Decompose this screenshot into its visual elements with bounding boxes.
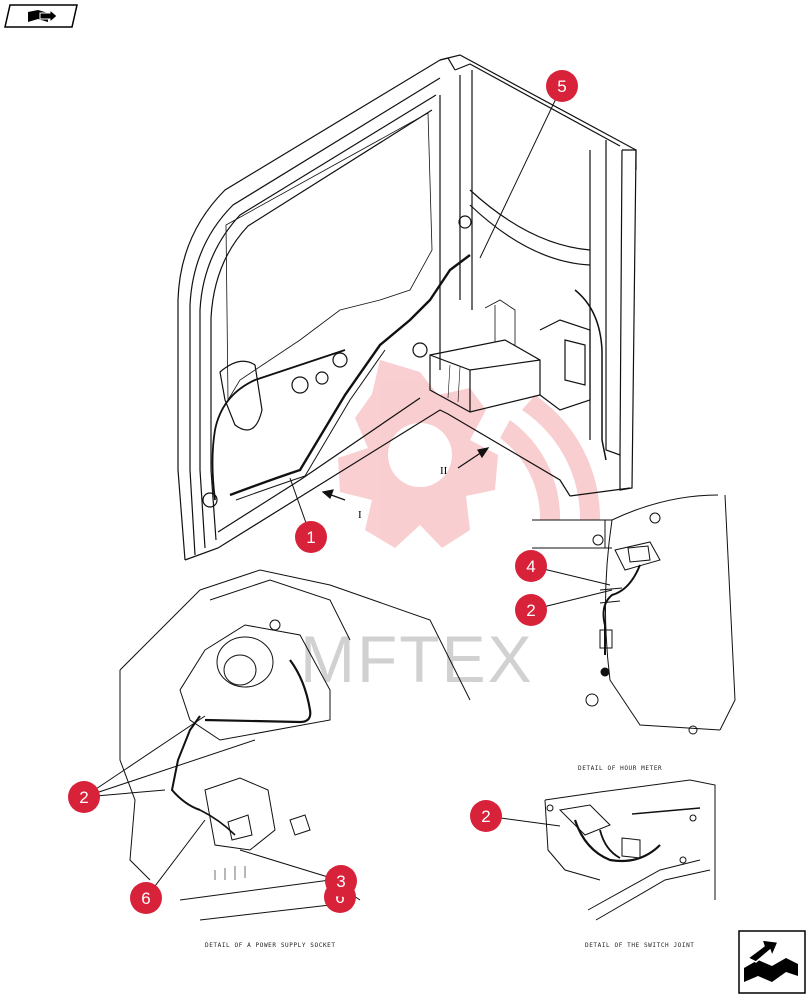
caption-switch-joint: DETAIL OF THE SWITCH JOINT — [585, 942, 695, 949]
callout-2-hour-meter[interactable]: 2 — [515, 594, 547, 626]
leader-lines — [83, 85, 613, 899]
svg-text:2: 2 — [481, 807, 490, 826]
svg-text:5: 5 — [557, 77, 566, 96]
svg-text:6: 6 — [335, 888, 344, 907]
switch-joint-detail — [544, 779, 716, 921]
book-arrow-next-icon — [744, 939, 798, 982]
callout-6[interactable]: 6 — [130, 882, 162, 914]
caption-power-socket: DETAIL OF A POWER SUPPLY SOCKET — [205, 942, 336, 949]
svg-text:1: 1 — [306, 528, 315, 547]
callout-5[interactable]: 5 — [546, 70, 578, 102]
watermark-text: MFTEX — [300, 622, 534, 696]
svg-text:2: 2 — [526, 601, 535, 620]
previous-page-button[interactable] — [4, 4, 78, 28]
callout-2-power-socket[interactable]: 2 — [68, 781, 100, 813]
callout-2-switch-joint[interactable]: 2 — [470, 800, 502, 832]
next-page-button[interactable] — [738, 930, 806, 994]
svg-text:2: 2 — [79, 788, 88, 807]
view-arrow-label-ii: II — [440, 465, 448, 477]
watermark-logo — [338, 360, 601, 548]
book-arrow-prev-icon — [28, 8, 58, 24]
svg-text:4: 4 — [526, 557, 535, 576]
caption-hour-meter: DETAIL OF HOUR METER — [578, 765, 663, 772]
svg-text:3: 3 — [336, 872, 345, 891]
power-socket-detail — [119, 569, 471, 921]
callout-1[interactable]: 1 — [295, 521, 327, 553]
callout-3[interactable]: 3 — [325, 865, 357, 897]
callout-4[interactable]: 4 — [515, 550, 547, 582]
cab-frame-view — [177, 54, 637, 561]
hour-meter-detail — [532, 494, 736, 735]
view-arrow-label-i: I — [358, 509, 362, 521]
svg-text:6: 6 — [141, 889, 150, 908]
